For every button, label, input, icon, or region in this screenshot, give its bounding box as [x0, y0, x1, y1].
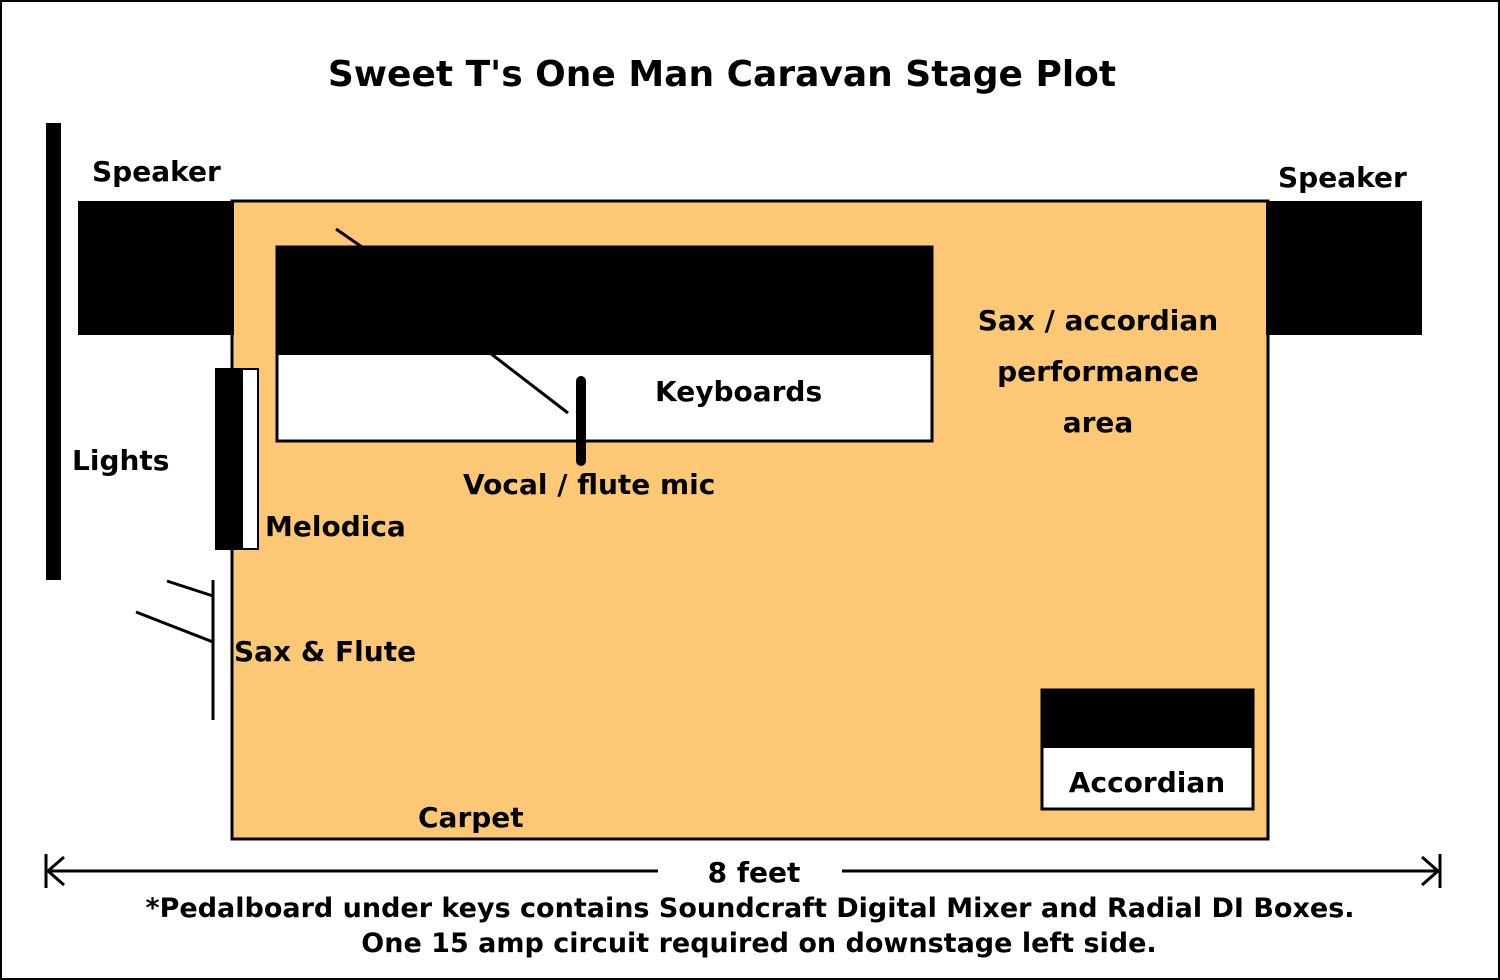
melodica-label: Melodica: [265, 510, 406, 543]
melodica-keys: [216, 369, 243, 549]
lights-label: Lights: [72, 444, 169, 477]
footnote-pedalboard: *Pedalboard under keys contains Soundcra…: [145, 893, 1354, 924]
dimension-arrowhead-left: [45, 855, 65, 887]
sax-stand-arm-lower: [135, 610, 214, 644]
vocal-mic-label: Vocal / flute mic: [463, 468, 715, 501]
performance-area-label-line1: Sax / accordian: [978, 304, 1218, 337]
accordian-top: [1042, 690, 1253, 748]
speaker-left-label: Speaker: [92, 155, 221, 188]
accordian-label: Accordian: [1069, 766, 1225, 799]
speaker-right: [1266, 201, 1422, 335]
lights-bar: [46, 123, 61, 580]
carpet-label: Carpet: [418, 801, 524, 834]
sax-stand-arm-upper: [166, 579, 214, 598]
diagram-title: Sweet T's One Man Caravan Stage Plot: [328, 54, 1116, 95]
keyboards-top-panel: [277, 247, 932, 355]
sax-flute-label: Sax & Flute: [234, 635, 416, 668]
mic-boom-upper: [335, 227, 363, 249]
performance-area-label-line3: area: [1063, 406, 1134, 439]
width-label: 8 feet: [708, 856, 801, 889]
speaker-right-label: Speaker: [1278, 161, 1407, 194]
keyboards-label: Keyboards: [655, 375, 822, 408]
footnote-power: One 15 amp circuit required on downstage…: [361, 928, 1156, 959]
dimension-arrowhead-right: [1421, 855, 1441, 887]
performance-area-label-line2: performance: [997, 355, 1199, 388]
speaker-left: [78, 201, 234, 335]
mic-boom-lower: [489, 351, 569, 415]
